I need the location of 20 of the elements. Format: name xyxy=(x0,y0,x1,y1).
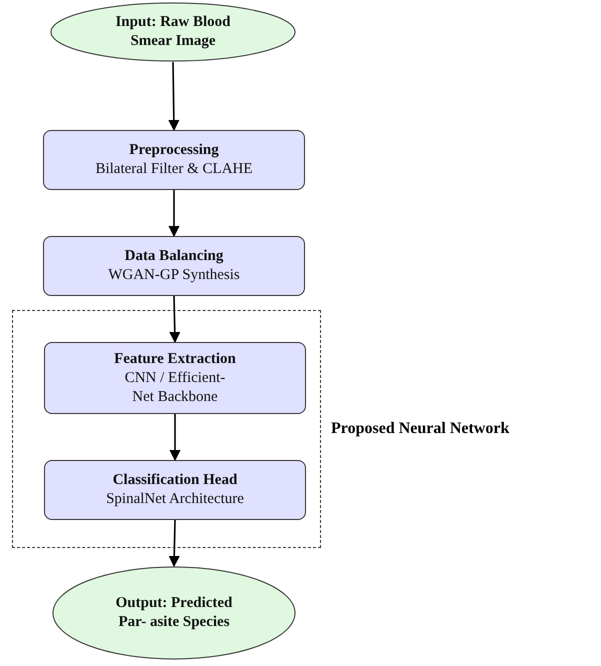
box-title: Data Balancing xyxy=(124,247,224,266)
box-title: Classification Head xyxy=(112,471,238,490)
process-box xyxy=(44,342,306,414)
box-title: Preprocessing xyxy=(129,141,219,160)
box-subtitle: CNN / Efficient- Net Backbone xyxy=(124,368,226,406)
arrow xyxy=(168,520,180,568)
box-title: Feature Extraction xyxy=(114,350,236,368)
group-label: Proposed Neural Network xyxy=(331,420,510,438)
box-subtitle: WGAN-GP Synthesis xyxy=(108,266,240,285)
box-subtitle: SpinalNet Architecture xyxy=(106,490,244,509)
terminal-label: Input: Raw Blood Smear Image xyxy=(114,13,232,51)
process-box xyxy=(43,130,305,190)
terminal-label: Output: Predicted Par- asite Species xyxy=(115,594,233,632)
process-box xyxy=(43,236,305,296)
process-box xyxy=(44,460,306,520)
box-subtitle: Bilateral Filter & CLAHE xyxy=(95,160,253,179)
arrow xyxy=(169,296,180,344)
arrow xyxy=(169,414,181,462)
arrow xyxy=(168,62,180,132)
arrow xyxy=(168,190,180,238)
